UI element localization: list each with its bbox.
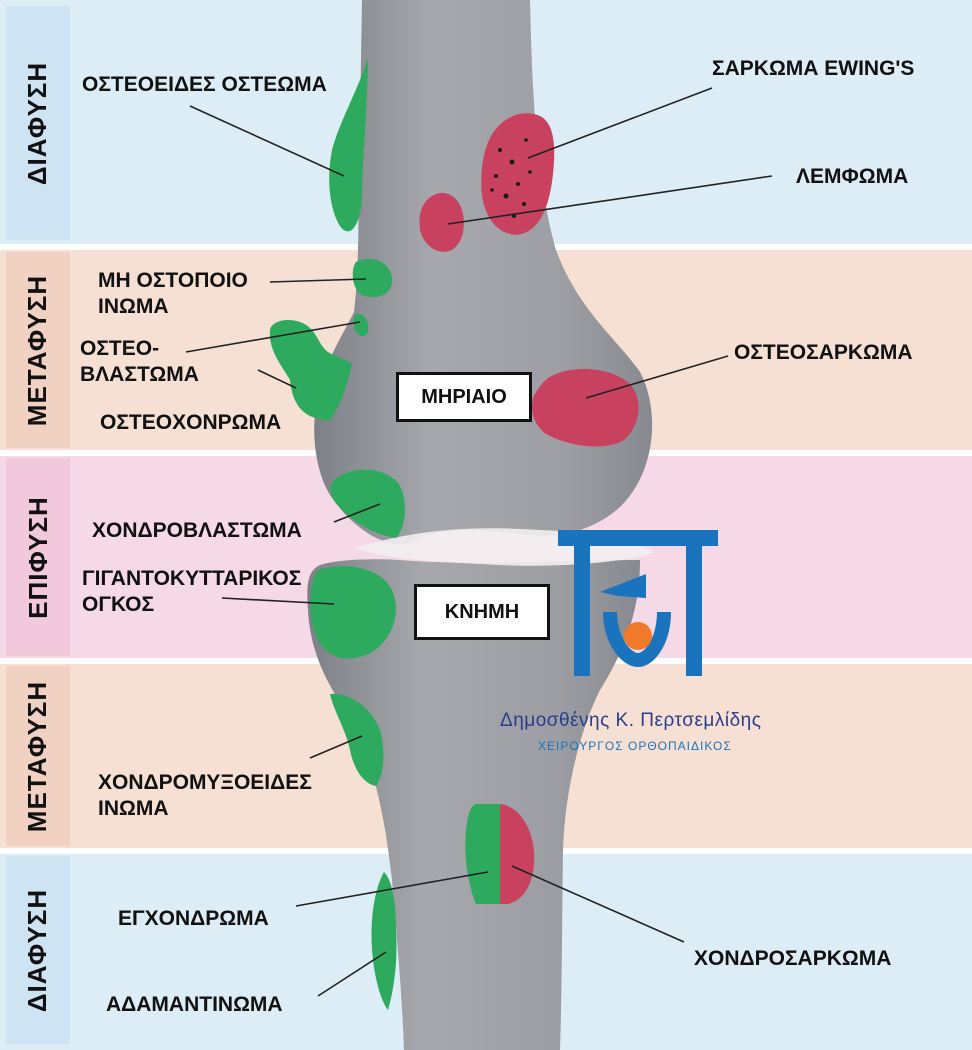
lymphoma-lesion [419, 192, 464, 252]
enchondroma-label: ΕΓΧΟΝΔΡΩΜΑ [118, 907, 269, 930]
osteochondroma-label-panel [74, 404, 330, 448]
giant-cell-tumor-lesion [310, 566, 396, 659]
non-ossifying-fibroma-label: ΜΗ ΟΣΤΟΠΟΙΟ ΙΝΩΜΑ [98, 268, 248, 320]
non-ossifying-fibroma-label-line2: ΙΝΩΜΑ [98, 295, 169, 318]
osteoid-osteoma-label: ΟΣΤΕΟΕΙΔΕΣ ΟΣΤΕΩΜΑ [82, 73, 327, 96]
osteosarcoma-label: ΟΣΤΕΟΣΑΡΚΩΜΑ [734, 341, 913, 364]
chondromyxoid-fibroma-label-line2: ΙΝΩΜΑ [98, 797, 169, 820]
orthopaedic-surgeon-logo-icon [558, 530, 718, 676]
chondromyxoid-fibroma-label: ΧΟΝΔΡΟΜΥΞΟΕΙΔΕΣ ΙΝΩΜΑ [98, 770, 312, 822]
giant-cell-tumor-label-line1: ΓΙΓΑΝΤΟΚΥΤΤΑΡΙΚΟΣ [82, 567, 302, 590]
surgeon-name: Δημοσθένης Κ. Περτσεμλίδης [500, 710, 762, 731]
femur-label: ΜΗΡΙΑΙΟ [396, 372, 532, 422]
ewing-sarcoma-label: ΣΑΡΚΩΜΑ EWING'S [712, 57, 915, 80]
enchondroma-lesion [465, 804, 500, 904]
giant-cell-tumor-label-line2: ΟΓΚΟΣ [82, 593, 155, 616]
lymphoma-label: ΛΕΜΦΩΜΑ [796, 165, 909, 188]
zone-tab-metaphysis-bottom: ΜΕΤΑΦΥΣΗ [6, 666, 70, 846]
chondrosarcoma-lesion [500, 804, 535, 904]
zone-tab-metaphysis-top: ΜΕΤΑΦΥΣΗ [6, 252, 70, 448]
giant-cell-tumor-label: ΓΙΓΑΝΤΟΚΥΤΤΑΡΙΚΟΣ ΟΓΚΟΣ [82, 566, 301, 618]
ewing-sarcoma-lesion [481, 113, 555, 235]
osteosarcoma-lesion [531, 368, 639, 447]
non-ossifying-fibroma-lesion [352, 258, 393, 298]
surgeon-title: ΧΕΙΡΟΥΡΓΟΣ ΟΡΘΟΠΑΙΔΙΚΟΣ [538, 739, 732, 753]
chondroblastoma-label: ΧΟΝΔΡΟΒΛΑΣΤΩΜΑ [92, 519, 302, 542]
osteoblastoma-label-line1: ΟΣΤΕΟ- [80, 337, 160, 360]
leader-lines [185, 87, 773, 997]
chondrosarcoma-label: ΧΟΝΔΡΟΣΑΡΚΩΜΑ [694, 947, 892, 970]
osteochondroma-lesion [269, 319, 352, 420]
osteochondroma-label: ΟΣΤΕΟΧΟΝΡΩΜΑ [100, 411, 282, 434]
zone-tab-epiphysis: ΕΠΙΦΥΣΗ [6, 458, 70, 656]
adamantinoma-label: ΑΔΑΜΑΝΤΙΝΩΜΑ [106, 993, 283, 1016]
osteoblastoma-lesion [353, 313, 369, 337]
chondroblastoma-lesion [330, 469, 405, 538]
zone-tab-diaphysis-bottom: ΔΙΑΦΥΣΗ [6, 856, 70, 1044]
chondromyxoid-fibroma-label-line1: ΧΟΝΔΡΟΜΥΞΟΕΙΔΕΣ [98, 771, 312, 794]
non-ossifying-fibroma-label-line1: ΜΗ ΟΣΤΟΠΟΙΟ [98, 269, 248, 292]
tibia-bone [307, 559, 640, 1050]
osteoblastoma-label-line2: ΒΛΑΣΤΩΜΑ [80, 363, 199, 386]
zone-tab-diaphysis-top: ΔΙΑΦΥΣΗ [6, 6, 70, 240]
osteoid-osteoma-lesion [329, 58, 368, 232]
chondromyxoid-fibroma-lesion [330, 693, 384, 786]
osteoblastoma-label: ΟΣΤΕΟ- ΒΛΑΣΤΩΜΑ [80, 336, 199, 388]
tibia-label: ΚΝΗΜΗ [414, 584, 550, 640]
adamantinoma-lesion [371, 872, 397, 1010]
